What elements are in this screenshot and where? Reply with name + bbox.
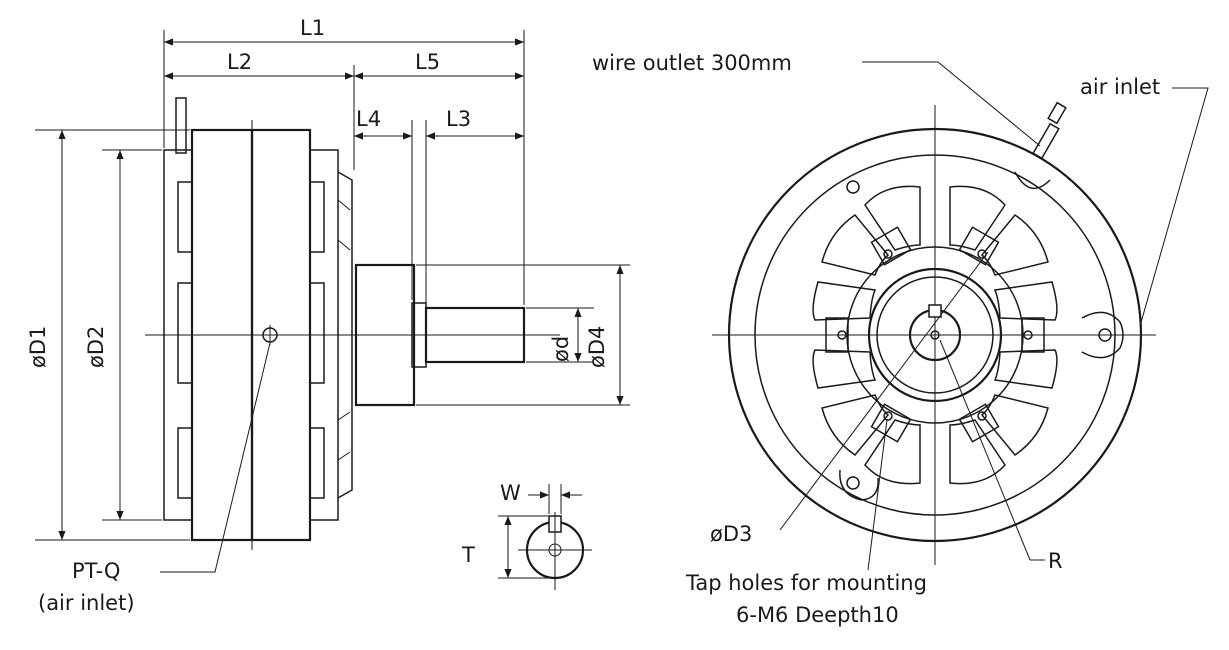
rib-cone-ribs [337, 199, 351, 461]
dim-l1-label: L1 [300, 16, 325, 40]
back-slot [177, 282, 193, 384]
front-slot [309, 181, 325, 253]
vent-ring [812, 185, 1058, 485]
tap-boss [870, 226, 912, 266]
dim-d2-label: øD2 [84, 326, 108, 368]
tap-boss [870, 403, 912, 443]
air-inlet-nozzle [1047, 101, 1067, 125]
mount-hole [1098, 328, 1112, 342]
tap-holes-line2: 6-M6 Deepth10 [736, 603, 899, 627]
dim-d-label: ød [549, 336, 573, 362]
hub [354, 263, 416, 407]
front-slot [309, 427, 325, 499]
dim-l5-label: L5 [415, 50, 440, 74]
bore-keyway [928, 304, 942, 318]
air-inlet-label: air inlet [1080, 75, 1160, 99]
outer-rim [727, 127, 1143, 543]
pt-q-note: (air inlet) [38, 591, 135, 615]
wire-outlet-notch [1014, 171, 1051, 189]
pt-q-leader [160, 342, 271, 573]
tap-boss [825, 317, 849, 353]
dim-d1-label: øD1 [26, 326, 50, 368]
dim-l2-label: L2 [227, 50, 252, 74]
dim-d4-label: øD4 [585, 326, 609, 368]
side-view: L1 L2 L5 L4 L3 øD1 øD2 ød øD4 [26, 16, 630, 615]
dim-t-label: T [461, 543, 475, 567]
tap-boss [958, 226, 1000, 266]
shaft [424, 306, 526, 364]
wire-outlet-label: wire outlet 300mm [592, 51, 792, 75]
tap-boss [1021, 317, 1045, 353]
mount-hole [846, 180, 860, 194]
dim-d3-label: øD3 [710, 522, 752, 546]
hub-outer [867, 267, 1003, 403]
rib-cone-outer [337, 171, 353, 499]
dim-l4-label: L4 [356, 107, 381, 131]
dim-w-label: W [500, 481, 521, 505]
d3-leader [779, 251, 989, 531]
wire-outlet-leader [862, 61, 1041, 147]
hub-inner [876, 276, 994, 394]
hub-flange [846, 246, 1024, 424]
wire-outlet-tube [1032, 122, 1060, 160]
r-leader [939, 339, 1031, 561]
tap-boss [958, 403, 1000, 443]
dim-r-label: R [1048, 549, 1063, 573]
bore-center [930, 330, 940, 340]
back-slot [177, 427, 193, 499]
air-inlet-leader [1139, 87, 1209, 327]
front-slot [309, 282, 325, 384]
shaft-section-view: W T [461, 481, 592, 590]
pt-q-label: PT-Q [72, 559, 120, 583]
mount-lug [1081, 311, 1124, 359]
tap-holes-leader [867, 419, 888, 571]
dim-l3-label: L3 [446, 107, 471, 131]
front-view: øD3 R Tap holes for mounting 6-M6 Deepth… [592, 51, 1209, 627]
spokes [755, 155, 1080, 515]
mount-lug [839, 469, 879, 501]
mount-hole [846, 476, 860, 490]
wire-lug [175, 97, 187, 154]
back-slot [177, 181, 193, 253]
tap-holes-line1: Tap holes for mounting [685, 571, 927, 595]
